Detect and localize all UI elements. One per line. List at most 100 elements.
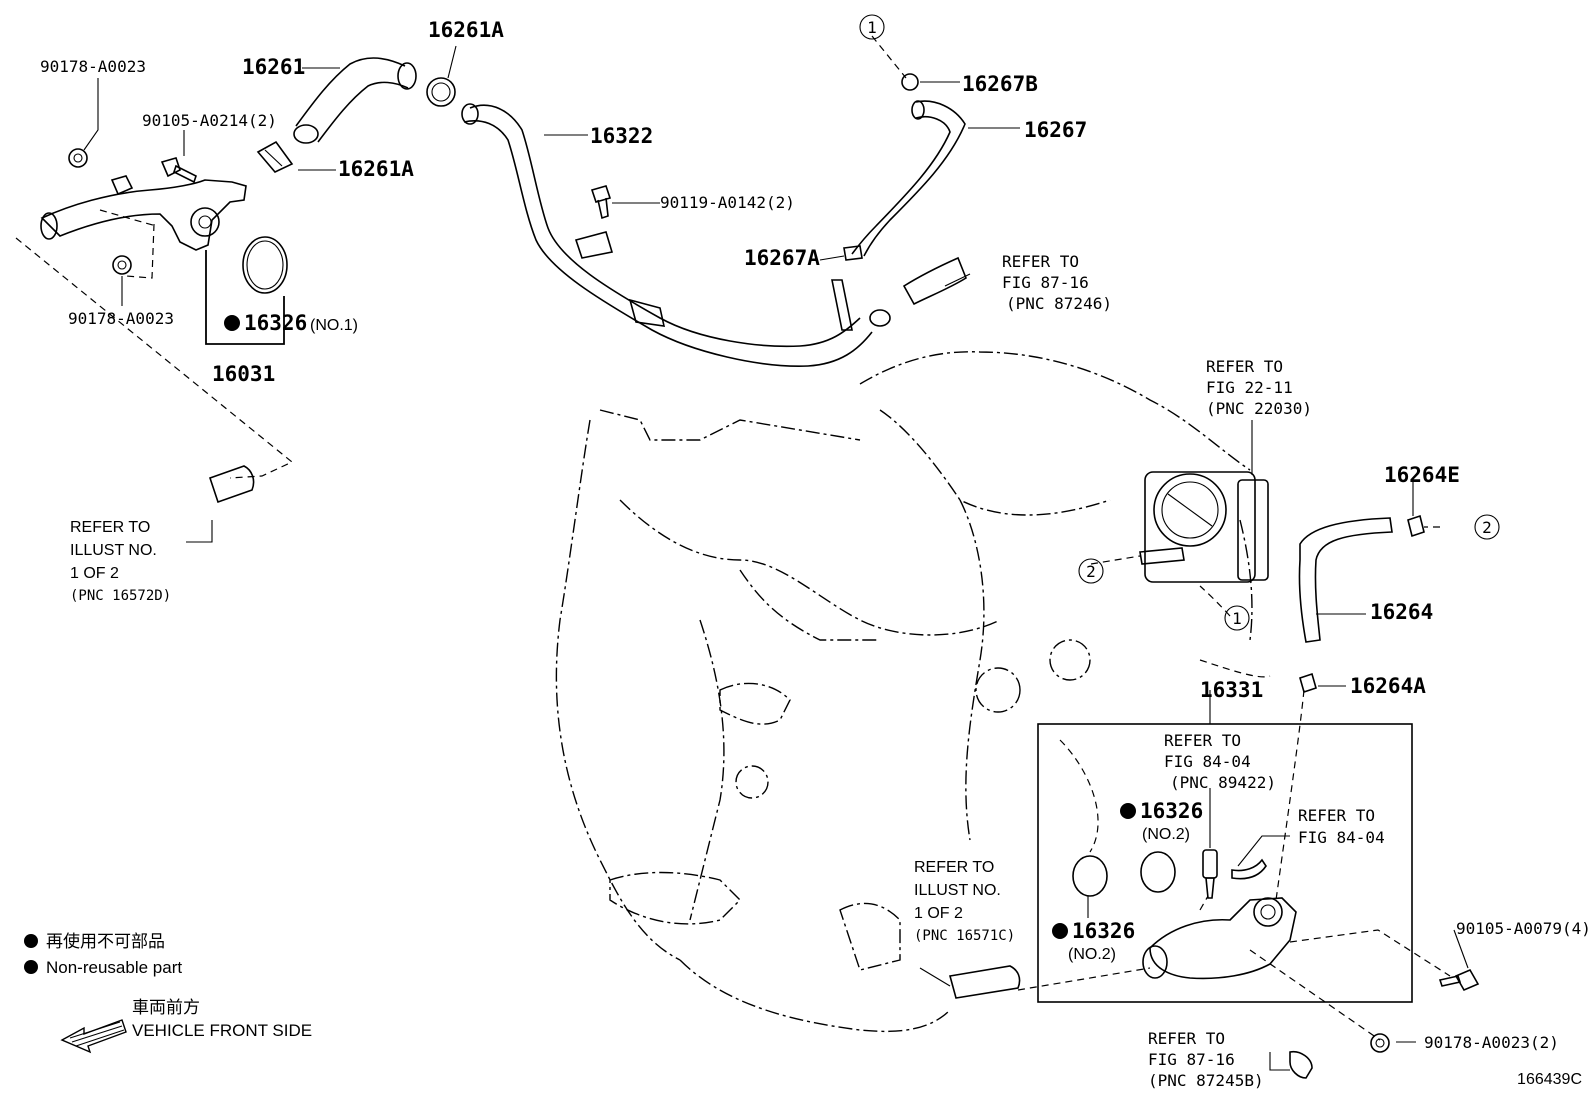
legend-non-reusable-jp: 再使用不可部品 <box>46 931 165 951</box>
ref-text-line: FIG 87-16 <box>1002 273 1089 292</box>
ref-fig-87-16-87245b: REFER TO FIG 87-16 (PNC 87245B) <box>1148 1029 1264 1090</box>
label-16267a: 16267A <box>744 246 820 270</box>
label-16326-no2a-sub: (NO.2) <box>1142 826 1190 843</box>
ref-hose-16572d <box>208 465 255 504</box>
ref-text-line: REFER TO <box>1298 806 1375 825</box>
ref-text-line: (PNC 22030) <box>1206 399 1312 418</box>
figure-id: 166439C <box>1517 1071 1582 1088</box>
ref-text-line: (PNC 87245B) <box>1148 1071 1264 1090</box>
label-16264e: 16264E <box>1384 463 1460 487</box>
non-reusable-dot-no2b <box>1052 923 1068 939</box>
ref-fig-87-16-87246: REFER TO FIG 87-16 (PNC 87246) <box>1002 252 1112 313</box>
callout-1-top: 1 <box>859 14 885 40</box>
temp-sensor <box>1202 849 1218 899</box>
label-90105-a0079: 90105-A0079(4) <box>1456 919 1591 938</box>
nut-90178-top <box>68 148 88 168</box>
ref-hose-87245b <box>1289 1050 1313 1079</box>
label-90178-a0023-mid: 90178-A0023 <box>68 309 174 328</box>
legend: 再使用不可部品 Non-reusable part 車両前方 VEHICLE F… <box>24 931 312 1054</box>
dashed-lines <box>15 35 1451 1041</box>
ref-text-line: REFER TO <box>1164 731 1241 750</box>
clamp-16264a <box>1299 672 1317 694</box>
ref-fig-84-04-89422: REFER TO FIG 84-04 (PNC 89422) <box>1164 731 1276 792</box>
label-16326-no1-sub: (NO.1) <box>310 317 358 334</box>
ref-text-line: ILLUST NO. <box>70 542 157 559</box>
ref-text-line: REFER TO <box>1148 1029 1225 1048</box>
label-16267: 16267 <box>1024 118 1087 142</box>
ref-hose-16571c <box>948 965 1021 999</box>
ref-text-line: (PNC 16572D) <box>70 588 171 604</box>
ref-text-line: REFER TO <box>70 519 150 536</box>
hose-16267 <box>831 100 967 331</box>
ref-text-line: 1 <box>867 18 877 37</box>
label-16261a-mid: 16261A <box>338 157 414 181</box>
label-90178-a0023-2: 90178-A0023(2) <box>1424 1033 1559 1052</box>
label-90119-a0142: 90119-A0142(2) <box>660 193 795 212</box>
o-ring-16326-no2-right <box>1140 851 1176 893</box>
callout-2-right: 2 <box>1474 514 1500 540</box>
o-ring-16326-no2-left <box>1072 855 1108 897</box>
clamp-16267a <box>843 245 863 261</box>
bolt-90105-a0079 <box>1438 968 1480 992</box>
label-16326-no2b: 16326 <box>1072 919 1135 943</box>
label-16326-no2b-sub: (NO.2) <box>1068 946 1116 963</box>
ref-text-line: 1 OF 2 <box>70 565 119 582</box>
ref-text-line: REFER TO <box>914 859 994 876</box>
label-16322: 16322 <box>590 124 653 148</box>
ref-text-line: FIG 84-04 <box>1164 752 1251 771</box>
callout-1-mid: 1 <box>1224 605 1250 631</box>
front-arrow-icon <box>60 1019 127 1054</box>
hose-16261 <box>293 57 417 144</box>
clamp-16261a-mid <box>256 140 294 173</box>
legend-non-reusable-en: Non-reusable part <box>46 958 182 977</box>
legend-dot-jp <box>24 934 38 948</box>
label-90178-a0023-top: 90178-A0023 <box>40 57 146 76</box>
non-reusable-dot-no2a <box>1120 803 1136 819</box>
label-16031: 16031 <box>212 362 275 386</box>
label-16264a: 16264A <box>1350 674 1426 698</box>
label-16264: 16264 <box>1370 600 1433 624</box>
label-16326-no1: 16326 <box>244 311 307 335</box>
ref-text-line: (PNC 87246) <box>1006 294 1112 313</box>
bolt-90119-a0142 <box>590 185 612 220</box>
label-16331: 16331 <box>1200 678 1263 702</box>
legend-dot-en <box>24 960 38 974</box>
ref-text-line: 1 OF 2 <box>914 905 963 922</box>
legend-front-jp: 車両前方 <box>132 998 200 1017</box>
clip-fig-84-04 <box>1231 858 1267 880</box>
ref-text-line: (PNC 16571C) <box>914 928 1015 944</box>
label-16261a-top: 16261A <box>428 18 504 42</box>
leader-lines <box>83 45 1469 1071</box>
clamp-16261a-top <box>426 77 456 107</box>
ref-text-line: (PNC 89422) <box>1170 773 1276 792</box>
engine-outline <box>555 351 1253 1033</box>
ref-text-line: FIG 87-16 <box>1148 1050 1235 1069</box>
label-16261: 16261 <box>242 55 305 79</box>
ref-fig-84-04: REFER TO FIG 84-04 <box>1298 806 1385 847</box>
ref-text-line: 2 <box>1482 518 1492 537</box>
clamp-16267b <box>901 73 919 91</box>
water-outlet-16031 <box>40 175 247 251</box>
water-inlet-box-16331 <box>1037 723 1413 1003</box>
non-reusable-dot-no1 <box>224 315 240 331</box>
o-ring-16326-no1 <box>242 236 288 294</box>
callout-2-left: 2 <box>1078 558 1104 584</box>
ref-fig-22-11-22030: REFER TO FIG 22-11 (PNC 22030) <box>1206 357 1312 418</box>
hose-16264 <box>1298 517 1393 643</box>
ref-illust-16571c: REFER TO ILLUST NO. 1 OF 2 (PNC 16571C) <box>914 859 1015 944</box>
water-inlet-housing <box>1142 897 1297 980</box>
label-16267b: 16267B <box>962 72 1038 96</box>
ref-text-line: REFER TO <box>1002 252 1079 271</box>
ref-text-line: FIG 84-04 <box>1298 828 1385 847</box>
ref-text-line: REFER TO <box>1206 357 1283 376</box>
label-16326-no2a: 16326 <box>1140 799 1203 823</box>
clamp-16264e <box>1407 514 1425 538</box>
ref-text-line: 1 <box>1232 609 1242 628</box>
ref-text-line: ILLUST NO. <box>914 882 1001 899</box>
nut-90178-a0023-2 <box>1370 1033 1390 1053</box>
water-pipe-16322 <box>461 103 891 367</box>
throttle-body <box>1139 471 1269 583</box>
legend-front-en: VEHICLE FRONT SIDE <box>132 1021 312 1040</box>
